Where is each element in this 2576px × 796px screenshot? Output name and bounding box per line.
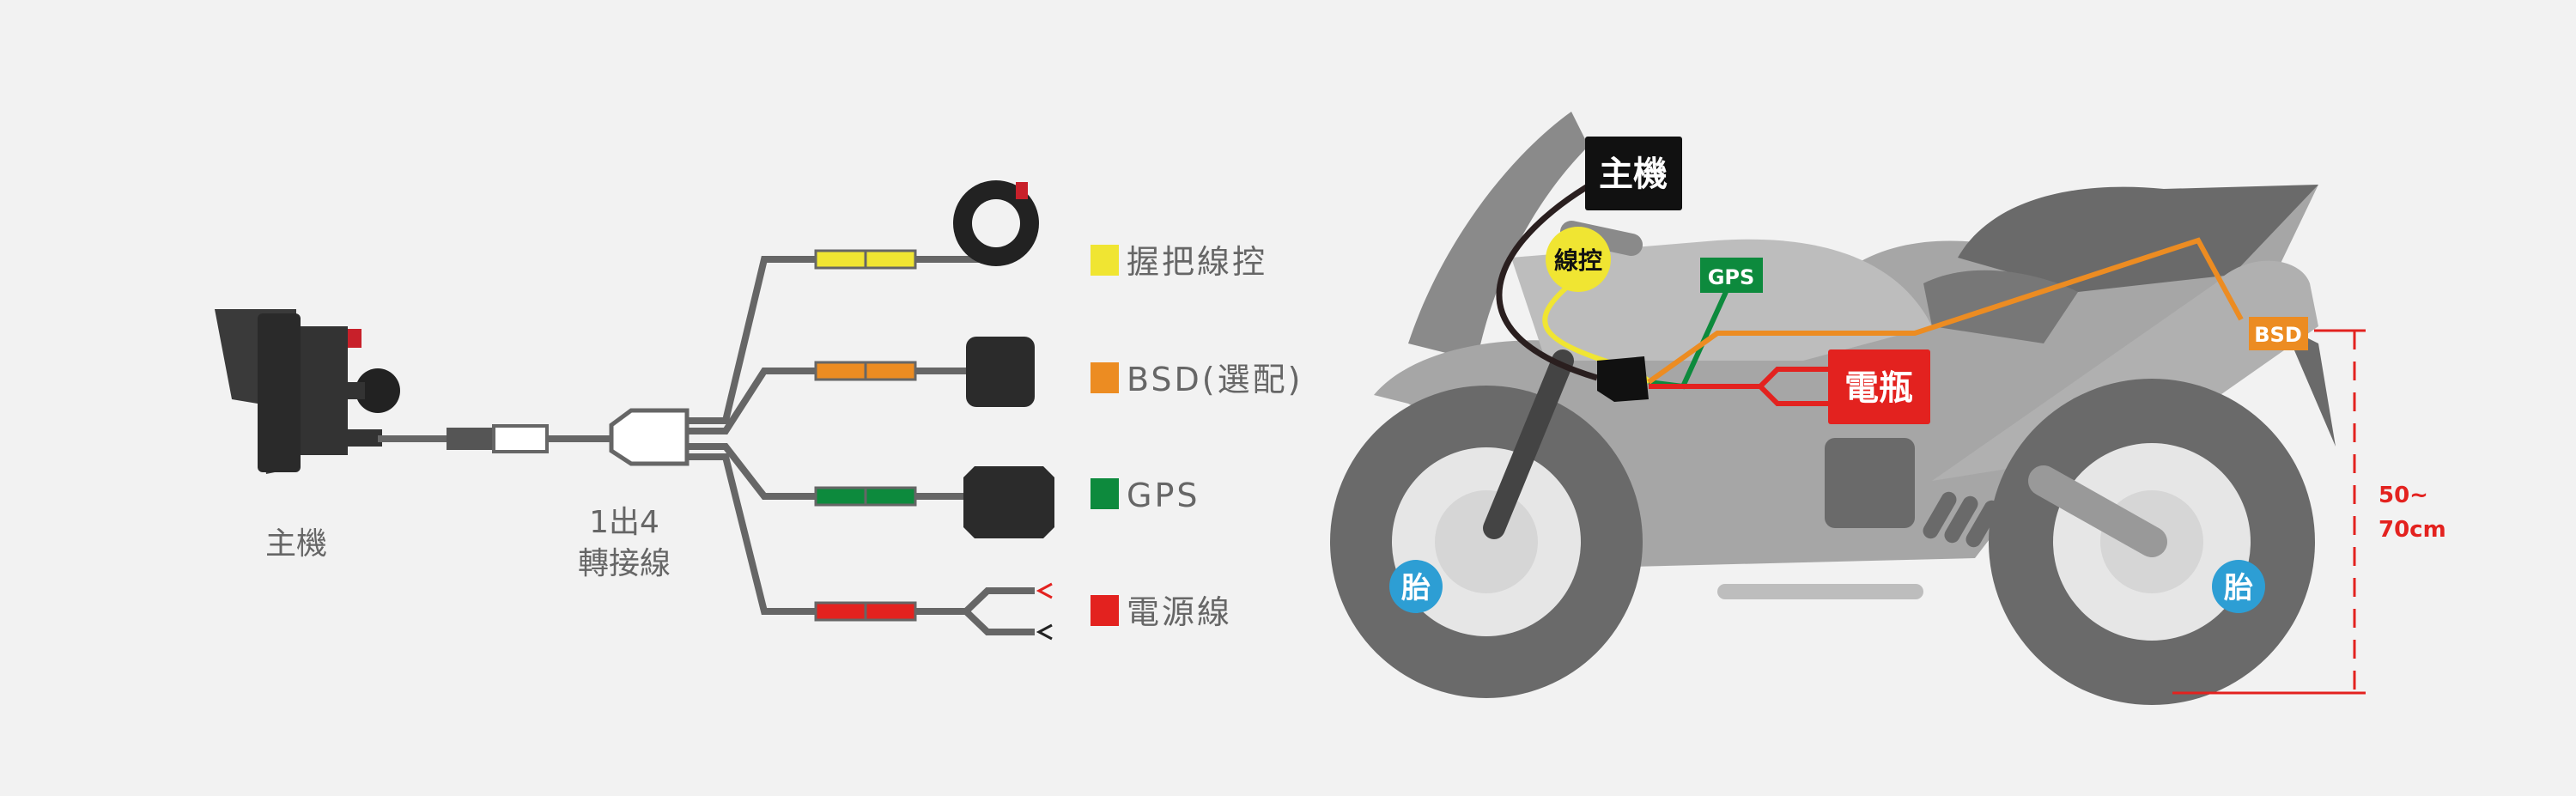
label-tire-rear: 胎 (2212, 560, 2265, 613)
svg-text:線控: 線控 (1554, 246, 1602, 275)
svg-text:GPS: GPS (1708, 265, 1755, 289)
label-remote: 線控 (1546, 227, 1611, 292)
gps-module-device (963, 466, 1054, 538)
legend-swatch (1091, 478, 1119, 509)
splitter-label-2: 轉接線 (578, 546, 671, 581)
svg-text:電瓶: 電瓶 (1844, 368, 1913, 408)
svg-text:BSD: BSD (2254, 323, 2302, 347)
handlebar-remote-device (953, 180, 1039, 266)
legend-swatch (1091, 245, 1119, 276)
branch-connectors (814, 249, 917, 622)
legend-label: 握把線控 (1127, 243, 1267, 281)
label-battery: 電瓶 (1828, 349, 1930, 424)
legend-swatch (1091, 595, 1119, 626)
branch-cables (687, 256, 1035, 635)
legend-label: GPS (1127, 477, 1200, 514)
height-label-1: 50~ (2379, 483, 2428, 508)
legend-swatch (1091, 362, 1119, 393)
bsd-sensor-device (966, 337, 1035, 407)
splitter-label-1: 1出4 (589, 505, 659, 540)
power-wire-tips (1036, 582, 1053, 641)
svg-text:胎: 胎 (2224, 571, 2253, 605)
label-tire-front: 胎 (1389, 560, 1443, 613)
label-main-unit: 主機 (1585, 137, 1682, 210)
svg-text:胎: 胎 (1401, 571, 1431, 605)
label-bsd: BSD (2249, 317, 2308, 350)
legend-label: 電源線 (1127, 593, 1232, 631)
legend-item-power: 電源線 (1091, 593, 1232, 631)
cable-connector-white (492, 424, 549, 453)
legend-item-bsd: BSD(選配) (1091, 361, 1303, 398)
main-unit-device (215, 309, 400, 474)
splitter (609, 408, 690, 466)
svg-text:主機: 主機 (1599, 155, 1668, 194)
label-gps: GPS (1700, 258, 1763, 293)
height-marker (2172, 329, 2366, 695)
height-label-2: 70cm (2379, 517, 2446, 543)
legend-label: BSD(選配) (1127, 361, 1303, 398)
legend-item-remote: 握把線控 (1091, 243, 1267, 281)
hub-connector (1597, 356, 1649, 402)
main-unit-label: 主機 (265, 526, 327, 562)
legend-item-gps: GPS (1091, 477, 1200, 514)
cable-connector (447, 428, 494, 450)
